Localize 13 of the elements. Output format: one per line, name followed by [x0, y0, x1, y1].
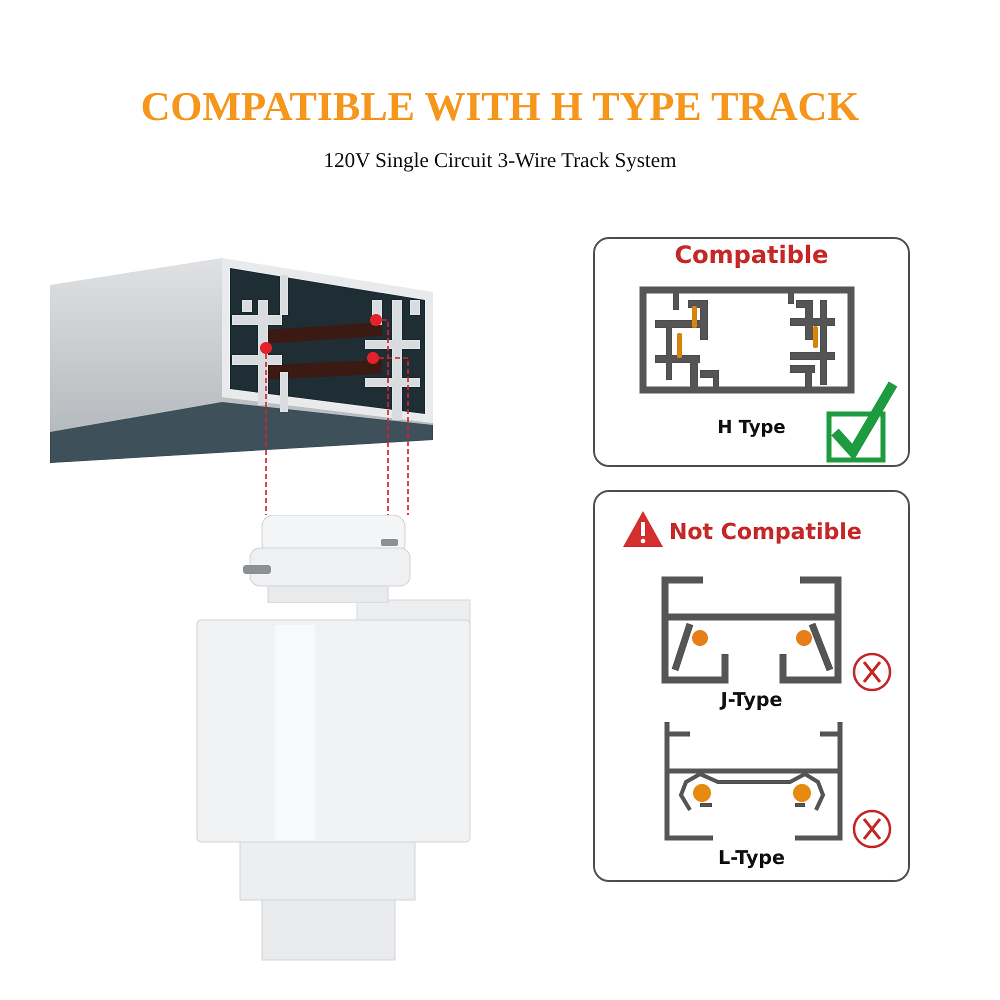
type-label: H Type	[716, 417, 787, 438]
panel-heading: Compatible	[674, 241, 830, 269]
title: COMPATIBLE WITH H TYPE TRACK	[140, 82, 860, 130]
info-panel	[593, 490, 910, 882]
subtitle: 120V Single Circuit 3-Wire Track System	[322, 148, 678, 173]
info-panel	[593, 237, 910, 467]
type-label: L-Type	[717, 847, 786, 869]
type-label: J-Type	[718, 689, 784, 711]
leader-line	[265, 354, 267, 515]
leader-line	[379, 357, 409, 515]
track-adapter-head-drawing	[240, 515, 412, 603]
leader-line	[382, 319, 389, 515]
panel-heading: Not Compatible	[669, 520, 862, 545]
